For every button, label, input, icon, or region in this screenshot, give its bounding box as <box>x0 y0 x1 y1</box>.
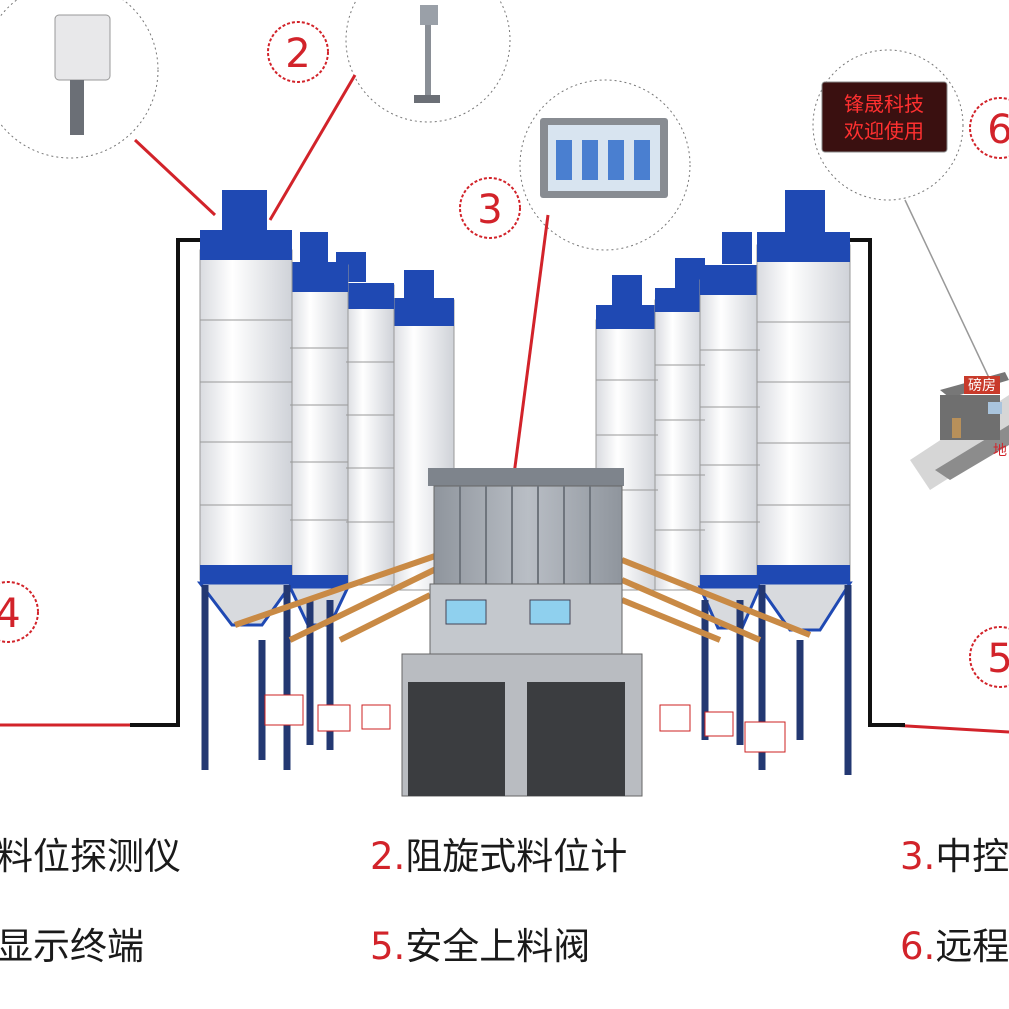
silo <box>699 232 761 591</box>
svg-text:2: 2 <box>285 31 310 77</box>
caption-rotary-level-switch: 2.阻旋式料位计 <box>370 835 628 878</box>
signal-cables <box>130 238 905 727</box>
svg-text:6: 6 <box>987 107 1009 153</box>
left-display-terminals <box>264 694 391 732</box>
badge-2: 2 <box>267 21 329 83</box>
left-screw-conveyors <box>234 552 440 643</box>
badge-6: 6 <box>969 97 1009 159</box>
svg-text:4: 4 <box>0 591 21 637</box>
caption-safety-valve: 5.安全上料阀 <box>370 925 591 968</box>
silo <box>289 232 349 586</box>
callout-leaders <box>0 74 1009 734</box>
badge-3: 3 <box>459 177 521 239</box>
silo <box>336 252 395 586</box>
sign-cable <box>904 199 991 381</box>
silos-right <box>595 190 853 775</box>
caption-remote: 6.远程 <box>900 925 1009 968</box>
caption-central-control: 3.中控 <box>900 835 1009 878</box>
callout-rotary-level-switch <box>345 0 511 123</box>
led-sign-line1: 锋晟科技 <box>844 92 924 116</box>
building-label: 磅房 <box>968 377 996 394</box>
weighbridge-house: 磅房 地 <box>910 372 1009 490</box>
badges: 2 3 4 5 6 <box>0 21 1009 688</box>
silo <box>756 190 851 586</box>
silo <box>595 275 659 591</box>
road-label: 地 <box>993 443 1007 459</box>
caption-display-terminal: 显示终端 <box>0 925 144 968</box>
callout-level-detector <box>0 0 159 159</box>
svg-text:5: 5 <box>987 636 1009 682</box>
batching-plant <box>401 468 643 797</box>
badge-5: 5 <box>969 626 1009 688</box>
svg-text:3: 3 <box>477 187 502 233</box>
led-sign-line2: 欢迎使用 <box>844 119 924 143</box>
callout-control-screen <box>519 79 691 251</box>
badge-4: 4 <box>0 581 39 643</box>
callout-remote-display: 锋晟科技 欢迎使用 <box>812 49 964 201</box>
right-screw-conveyors <box>620 557 812 643</box>
right-display-terminals <box>659 704 786 753</box>
silo <box>199 190 293 581</box>
silo <box>654 258 706 591</box>
caption-level-detector: 料位探测仪 <box>0 835 181 878</box>
